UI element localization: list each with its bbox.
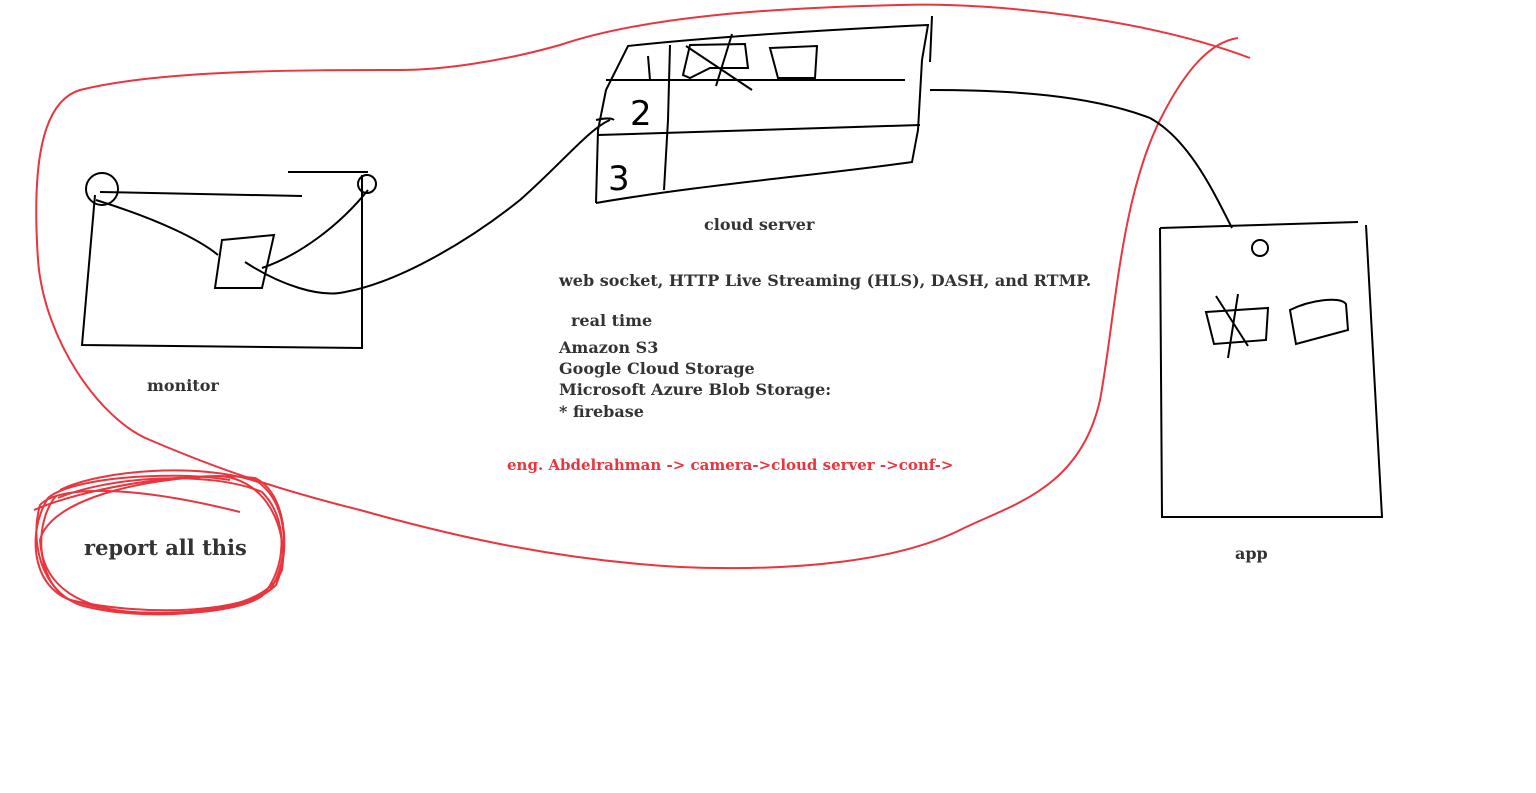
connector-server-to-app — [929, 89, 1233, 229]
monitor-label: monitor — [147, 376, 219, 395]
rack-number-2: 2 — [630, 94, 652, 134]
flow-note: eng. Abdelrahman -> camera->cloud server… — [507, 456, 954, 474]
storage-option: * firebase — [559, 402, 644, 421]
connector-monitor-to-server — [244, 119, 611, 295]
report-note: report all this — [84, 535, 247, 560]
app-label: app — [1235, 544, 1268, 563]
monitor-sketch — [80, 171, 377, 350]
cloud-server-label: cloud server — [704, 215, 815, 234]
storage-option: Amazon S3 — [559, 338, 659, 357]
red-enclosing-loop — [35, 3, 1251, 570]
real-time-text: real time — [571, 311, 653, 330]
protocols-text: web socket, HTTP Live Streaming (HLS), D… — [559, 271, 1092, 290]
cloud-server-sketch — [595, 15, 933, 204]
app-sketch — [1159, 221, 1384, 518]
rack-number-3: 3 — [608, 159, 630, 199]
report-circle-scribble — [33, 469, 286, 616]
storage-option: Google Cloud Storage — [559, 359, 755, 378]
storage-option: Microsoft Azure Blob Storage: — [559, 380, 832, 399]
